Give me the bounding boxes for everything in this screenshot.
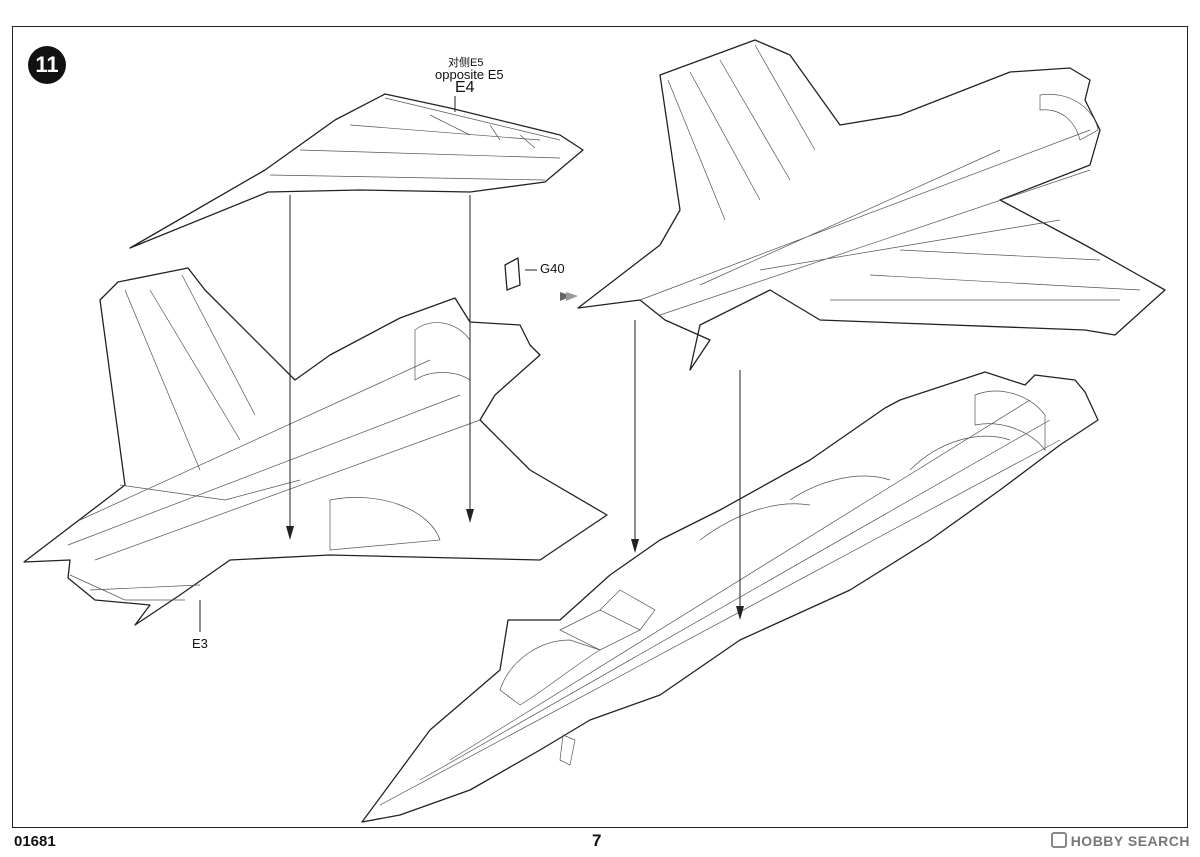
label-g40: G40 — [540, 261, 565, 276]
part-g40 — [504, 257, 521, 291]
label-e5-cn: 对侧E5 — [448, 57, 484, 69]
watermark-text: HOBBY SEARCH — [1070, 833, 1190, 849]
part-e4-upper-wing — [129, 93, 584, 249]
next-step-arrow — [560, 292, 578, 301]
watermark: HOBBY SEARCH — [1050, 832, 1190, 849]
page-border — [12, 26, 1188, 828]
product-code: 01681 — [14, 833, 56, 850]
assembled-lower-fuselage — [361, 371, 1099, 823]
assembly-arrows — [199, 96, 744, 632]
assembled-upper-airframe — [577, 39, 1166, 371]
part-e3-lower-fuselage — [23, 267, 608, 626]
label-e3: E3 — [192, 636, 208, 651]
step-number-badge: 11 — [28, 46, 66, 84]
label-e5-opposite: opposite E5 — [435, 67, 504, 82]
label-e4: E4 — [455, 79, 475, 96]
page-number: 7 — [592, 831, 602, 850]
watermark-logo-icon — [1050, 832, 1067, 848]
